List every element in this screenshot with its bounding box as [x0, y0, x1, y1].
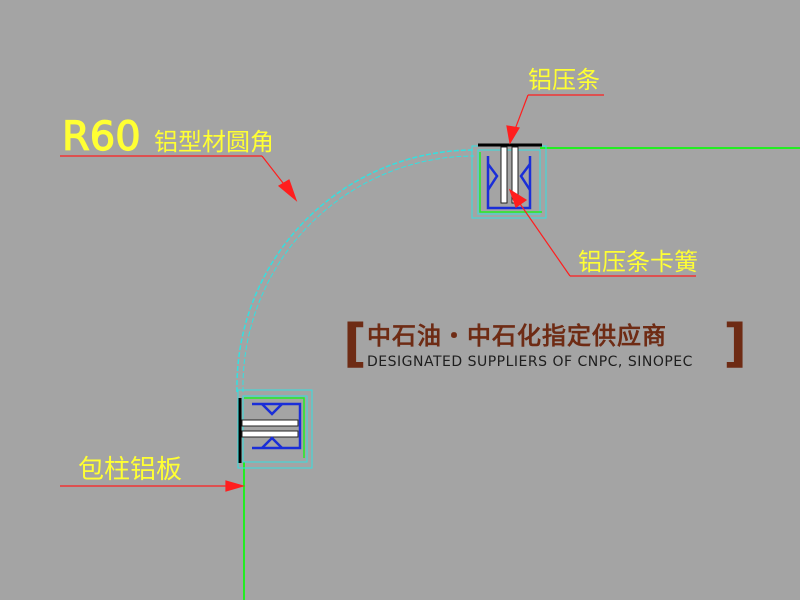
press-strip-label: 铝压条	[528, 66, 600, 94]
r60-profile-inner	[242, 155, 475, 393]
watermark-bracket-left: [	[343, 314, 367, 374]
r60-profile-outer	[236, 149, 475, 393]
watermark-en-text: DESIGNATED SUPPLIERS OF CNPC, SINOPEC	[367, 354, 693, 370]
top-joint	[471, 143, 547, 219]
watermark-cn-text: 中石油・中石化指定供应商	[367, 322, 667, 350]
watermark-bracket-right: ]	[723, 314, 747, 374]
leaders	[60, 94, 696, 492]
column-panel-label: 包柱铝板	[78, 455, 182, 485]
r60-label: R60	[62, 114, 141, 160]
left-joint	[237, 389, 313, 469]
top-clip-spring	[486, 156, 532, 210]
r60-desc-label: 铝型材圆角	[154, 128, 274, 156]
left-clip-spring	[252, 402, 302, 450]
press-strip-clip-label: 铝压条卡簧	[578, 248, 698, 276]
supplier-watermark: [ 中石油・中石化指定供应商 DESIGNATED SUPPLIERS OF C…	[343, 318, 747, 372]
